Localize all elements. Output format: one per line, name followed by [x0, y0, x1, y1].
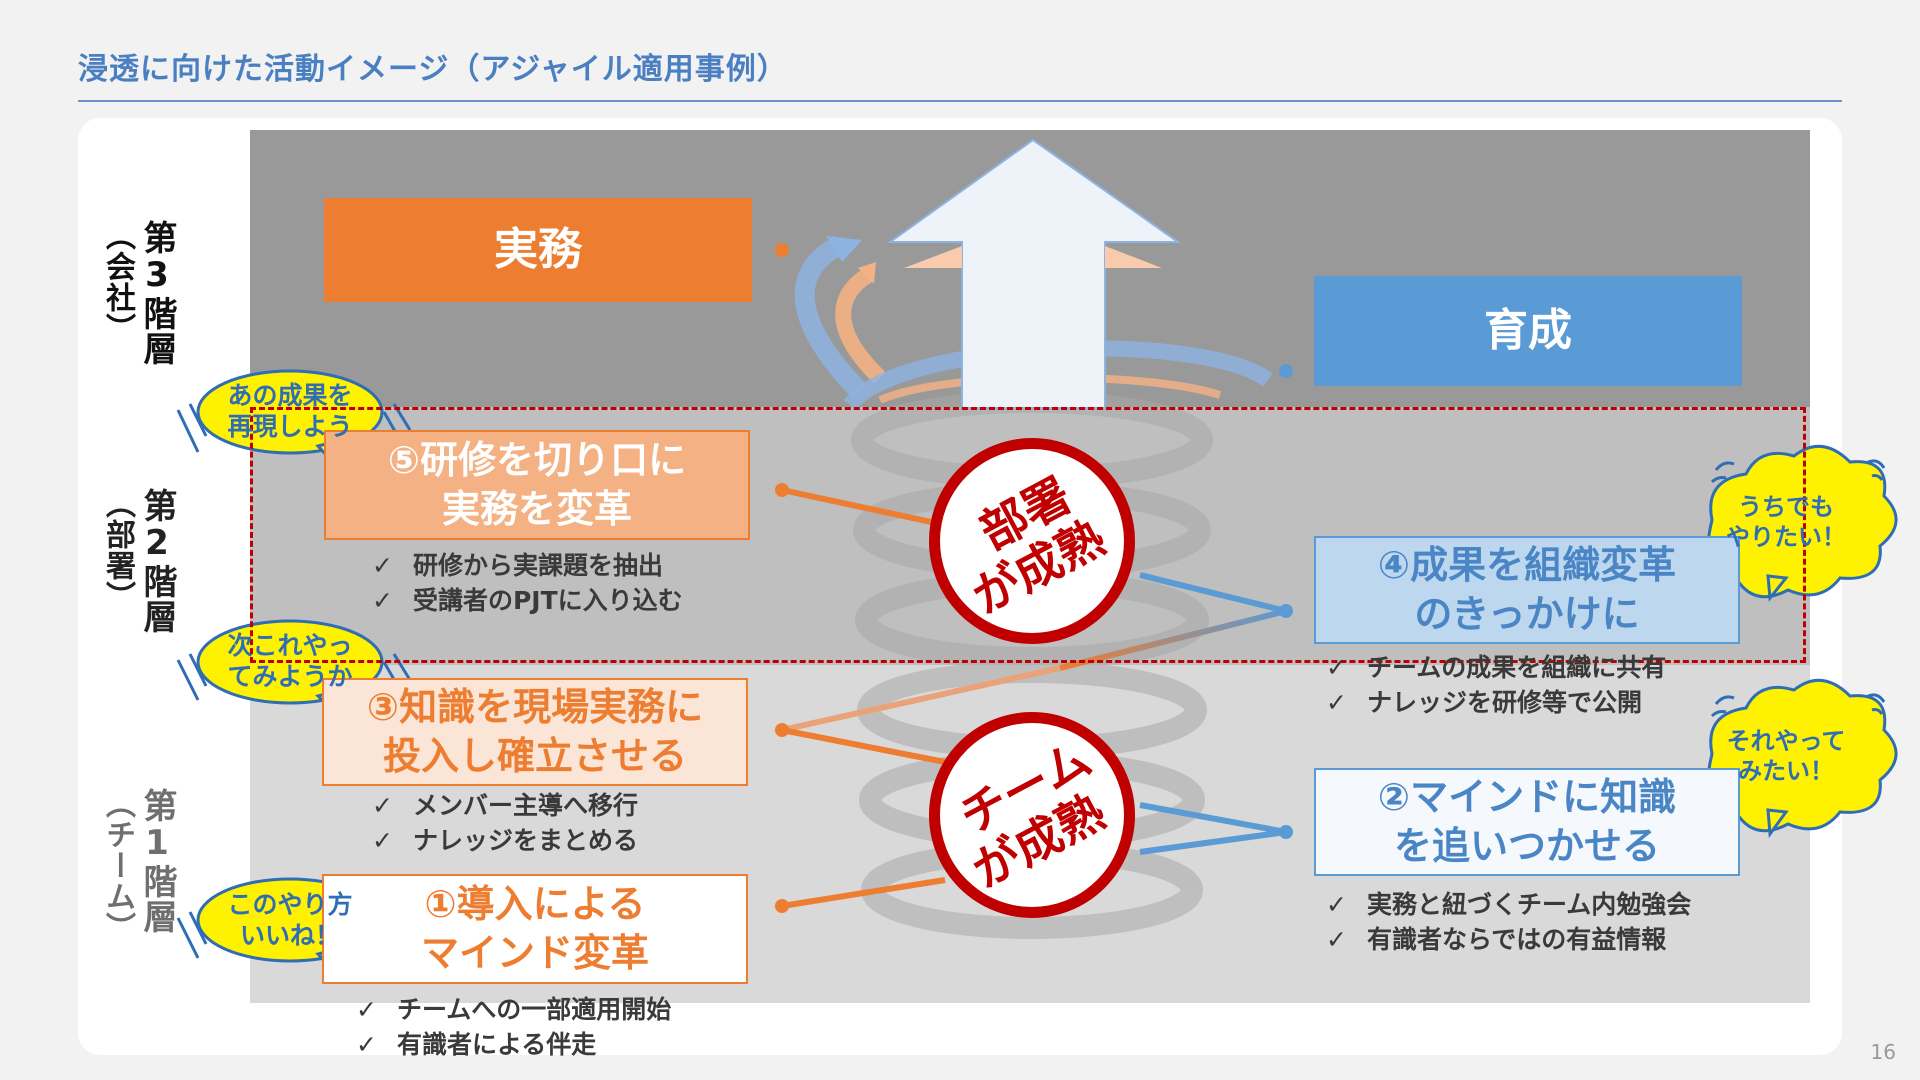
connector-dot-practice — [775, 243, 789, 257]
check-item: チームへの一部適用開始 — [356, 992, 671, 1027]
check-item: 実務と紐づくチーム内勉強会 — [1326, 887, 1691, 922]
connector-dot-5 — [775, 483, 789, 497]
bubble-shape-wanttry — [1706, 678, 1898, 833]
swirl-blue-head — [826, 236, 862, 262]
bubble-shapes — [196, 369, 1898, 981]
step5-checklist: 研修から実課題を抽出 受講者のPJTに入り込む — [372, 548, 683, 618]
step1-box: ①導入による マインド変革 — [322, 874, 748, 984]
level1-label: 第1階層 （チーム） — [92, 788, 182, 943]
bubble-text: あの成果を — [227, 380, 353, 410]
bubble-tail-wetoo — [1766, 574, 1789, 602]
bubble-text: いいね！ — [239, 921, 340, 950]
title-divider — [78, 100, 1842, 102]
bubble-tail-wanttry — [1766, 808, 1789, 839]
step2-checklist: 実務と紐づくチーム内勉強会 有識者ならではの有益情報 — [1326, 887, 1691, 957]
swirl-orange-head — [858, 262, 876, 284]
connector-1 — [781, 877, 946, 909]
department-maturity-seal: 部署が成熟 — [929, 438, 1135, 644]
check-item: ナレッジを研修等で公開 — [1326, 685, 1666, 720]
level3-sub: （会社） — [100, 220, 135, 344]
swirl-orange — [835, 268, 886, 384]
level2-label: 第2階層 （部署） — [92, 488, 182, 634]
arrow-shadow-left — [904, 246, 962, 268]
connector-dot-training — [1279, 364, 1293, 378]
connector-dot-3 — [775, 723, 789, 737]
team-maturity-seal: チームが成熟 — [929, 712, 1135, 918]
speech-bubble-want-try: それやってみたい！ — [1706, 706, 1866, 806]
connector-5 — [781, 487, 946, 528]
level3-label: 第3階層 （会社） — [92, 220, 182, 366]
training-header: 育成 — [1314, 276, 1742, 386]
level2-sub: （部署） — [100, 488, 135, 612]
step2-line2: を追いつかせる — [1393, 824, 1660, 868]
page-title: 浸透に向けた活動イメージ（アジャイル適用事例） — [78, 52, 788, 87]
step2-line1: ②マインドに知識 — [1377, 775, 1677, 820]
connector-3 — [781, 727, 946, 765]
speech-bubble-we-too: うちでもやりたい！ — [1706, 472, 1866, 572]
step2-box: ②マインドに知識 を追いつかせる — [1314, 768, 1740, 876]
step1-checklist: チームへの一部適用開始 有識者による伴走 — [356, 992, 671, 1062]
step3-line1: ③知識を現場実務に — [366, 685, 704, 730]
check-item: メンバー主導へ移行 — [372, 788, 638, 823]
speech-bubble-reproduce: あの成果を再現しよう — [197, 368, 383, 454]
bubble-text: てみようか — [227, 662, 353, 691]
step5-line1: ⑤研修を切り口に — [387, 438, 687, 483]
speech-bubble-this-way: このやり方いいね！ — [197, 877, 383, 963]
practice-header: 実務 — [324, 198, 752, 302]
connector-dot-2 — [1279, 825, 1293, 839]
check-item: ナレッジをまとめる — [372, 823, 638, 858]
step1-line1: ①導入による — [424, 882, 646, 927]
step4-line1: ④成果を組織変革 — [1377, 543, 1677, 588]
connector-2b — [1139, 829, 1287, 855]
connector-dot-4 — [1279, 604, 1293, 618]
arrow-shadow-right — [1105, 246, 1162, 268]
connector-2a — [1139, 802, 1287, 835]
step4-checklist: チームの成果を組織に共有 ナレッジを研修等で公開 — [1326, 650, 1666, 720]
check-item: 受講者のPJTに入り込む — [372, 583, 683, 618]
step4-line2: のきっかけに — [1414, 592, 1640, 636]
bubble-text: 次これやっ — [227, 630, 353, 660]
bubble-text: 再現しよう — [227, 412, 353, 441]
bubble-shape-wetoo — [1706, 444, 1898, 599]
connector-4a — [1139, 572, 1287, 614]
bubble-text: みたい！ — [1738, 757, 1834, 785]
check-item: 研修から実課題を抽出 — [372, 548, 683, 583]
level1-main: 第1階層 — [137, 788, 177, 934]
step4-box: ④成果を組織変革 のきっかけに — [1314, 536, 1740, 644]
page-number: 16 — [1870, 1040, 1896, 1064]
bubble-text: やりたい！ — [1726, 523, 1846, 551]
level1-sub: （チーム） — [100, 788, 135, 943]
connector-4c — [781, 665, 1061, 733]
connector-dot-1 — [775, 899, 789, 913]
check-item: 有識者による伴走 — [356, 1027, 671, 1062]
check-item: 有識者ならではの有益情報 — [1326, 922, 1691, 957]
level3-main: 第3階層 — [137, 220, 177, 366]
speech-bubble-next-try: 次これやってみようか — [197, 618, 383, 704]
step5-box: ⑤研修を切り口に 実務を変革 — [324, 430, 750, 540]
bubble-text: うちでも — [1738, 493, 1834, 521]
step3-line2: 投入し確立させる — [382, 734, 687, 778]
department-maturity-zone — [250, 407, 1806, 663]
level2-main: 第2階層 — [137, 488, 177, 634]
check-item: チームの成果を組織に共有 — [1326, 650, 1666, 685]
step5-line2: 実務を変革 — [441, 487, 632, 531]
step3-checklist: メンバー主導へ移行 ナレッジをまとめる — [372, 788, 638, 858]
bubble-text: このやり方 — [227, 889, 353, 919]
step1-line2: マインド変革 — [420, 931, 649, 975]
swirl-blue — [794, 236, 868, 399]
connector-4b — [1059, 608, 1287, 671]
bubble-text: それやって — [1726, 727, 1846, 755]
step3-box: ③知識を現場実務に 投入し確立させる — [322, 678, 748, 786]
